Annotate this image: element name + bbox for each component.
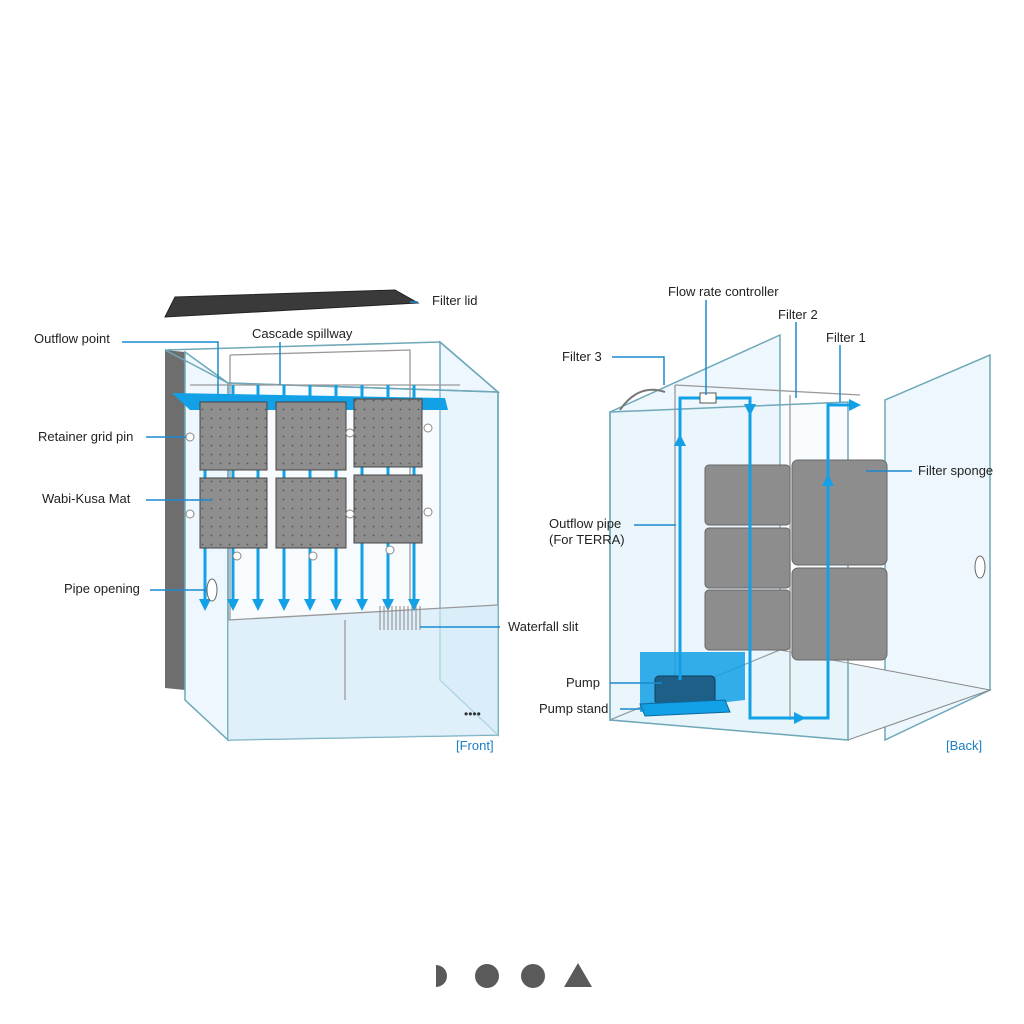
flow-rate-controller (699, 392, 717, 404)
side-pipe-opening (974, 555, 986, 579)
brand-logo (436, 963, 592, 988)
label-pump: Pump (566, 675, 600, 690)
label-outflow-point: Outflow point (34, 331, 110, 346)
label-retainer-grid-pin: Retainer grid pin (38, 429, 133, 444)
leader-outflow-point (122, 341, 219, 395)
label-filter-1: Filter 1 (826, 330, 866, 345)
lower-water (228, 605, 498, 740)
label-filter-3: Filter 3 (562, 349, 602, 364)
label-waterfall-slit: Waterfall slit (508, 619, 579, 634)
label-outflow-pipe-note: (For TERRA) (549, 532, 625, 547)
filter-sponges (704, 459, 888, 661)
caption-back: [Back] (946, 738, 982, 753)
front-view: •••• Filter lid Outflow point Cascade sp… (34, 289, 579, 753)
label-flow-rate-controller: Flow rate controller (668, 284, 779, 299)
top-rim (164, 341, 501, 393)
water-line (227, 604, 499, 621)
label-pump-stand: Pump stand (539, 701, 608, 716)
label-wabi-kusa-mat: Wabi-Kusa Mat (42, 491, 131, 506)
pipe-opening (206, 578, 218, 602)
label-outflow-pipe: Outflow pipe (549, 516, 621, 531)
back-flow-arrows (674, 396, 861, 724)
label-cascade-spillway: Cascade spillway (252, 326, 353, 341)
hose (619, 388, 666, 411)
back-view: Flow rate controller Filter 2 Filter 1 F… (539, 284, 993, 753)
pump (654, 675, 716, 705)
leader-filter-3 (612, 356, 665, 385)
retainer-grid-pins (185, 423, 433, 561)
label-filter-sponge: Filter sponge (918, 463, 993, 478)
label-filter-2: Filter 2 (778, 307, 818, 322)
label-filter-lid: Filter lid (432, 293, 478, 308)
dots-marker: •••• (464, 707, 481, 721)
label-pipe-opening: Pipe opening (64, 581, 140, 596)
left-side-panel (165, 350, 185, 690)
waterfall-slit (379, 606, 421, 630)
caption-front: [Front] (456, 738, 494, 753)
wabi-kusa-mats (199, 398, 423, 549)
filter-lid (164, 289, 420, 318)
pump-stand (639, 699, 731, 717)
